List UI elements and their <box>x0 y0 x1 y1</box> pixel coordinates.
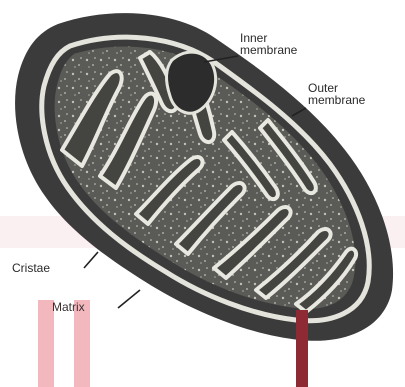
inner-membrane-label: Inner membrane <box>240 32 297 56</box>
inner-membrane-label-line2: membrane <box>240 44 297 56</box>
matrix-label: Matrix <box>52 301 85 313</box>
cristae-label: Cristae <box>12 262 50 274</box>
watermark-bar-3 <box>296 310 308 387</box>
outer-membrane-label-line2: membrane <box>308 94 365 106</box>
matrix-leader <box>118 290 140 308</box>
cristae-leader <box>84 252 98 268</box>
outer-membrane-label: Outer membrane <box>308 82 365 106</box>
